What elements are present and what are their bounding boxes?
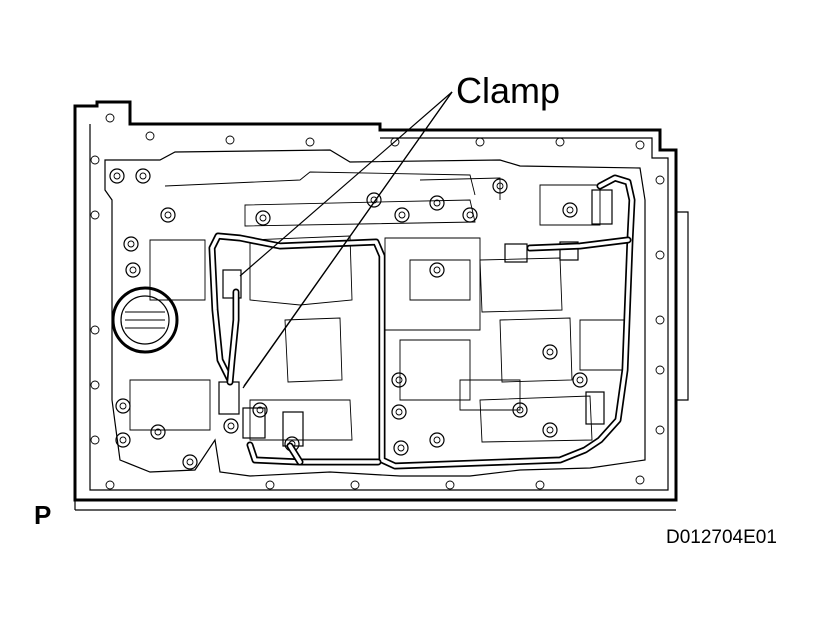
clamp-callout-label: Clamp [456, 70, 561, 111]
body-bolts [109, 168, 588, 470]
clamp-leader-lines [239, 91, 453, 389]
figure-id-label: D012704E01 [666, 527, 777, 548]
wire-harness [208, 174, 636, 470]
valve-body [104, 149, 646, 477]
case-flange [73, 100, 689, 511]
accumulator-bore [111, 286, 179, 354]
flange-bolts [90, 113, 665, 490]
view-code-label: P [34, 500, 52, 530]
solenoid-connectors [218, 189, 613, 447]
